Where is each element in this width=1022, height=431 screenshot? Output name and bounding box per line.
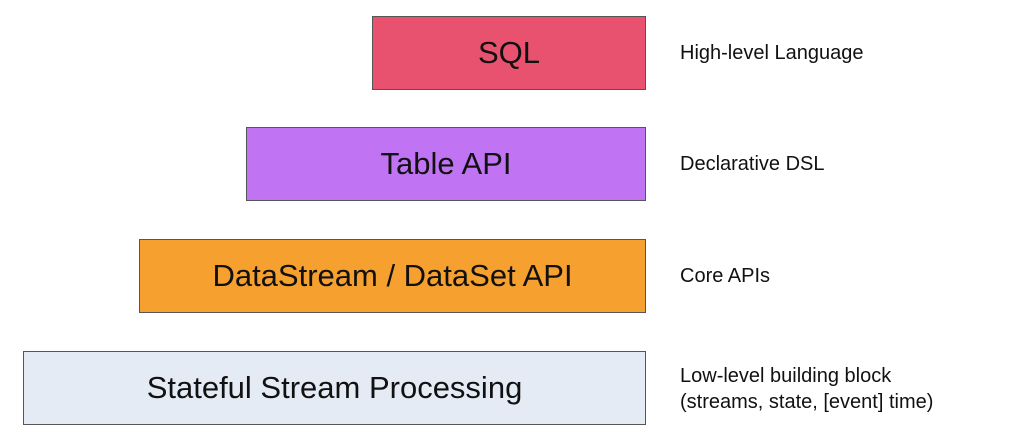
layer-sql-box: SQL [372, 16, 646, 90]
description-line: Core APIs [680, 265, 771, 287]
description-line: (streams, state, [event] time) [680, 391, 934, 413]
layer-table-api-box: Table API [246, 127, 646, 201]
description-line: High-level Language [680, 42, 864, 64]
layer-datastream-api-box: DataStream / DataSet API [139, 239, 646, 313]
layer-datastream-api-description: Core APIs [680, 263, 770, 289]
description-line: Declarative DSL [680, 153, 825, 175]
layer-table-api-description: Declarative DSL [680, 151, 825, 177]
layer-stateful-processing-description: Low-level building block (streams, state… [680, 363, 933, 415]
description-line: Low-level building block [680, 365, 892, 387]
layer-stateful-processing-box: Stateful Stream Processing [23, 351, 646, 425]
layer-sql-description: High-level Language [680, 40, 863, 66]
